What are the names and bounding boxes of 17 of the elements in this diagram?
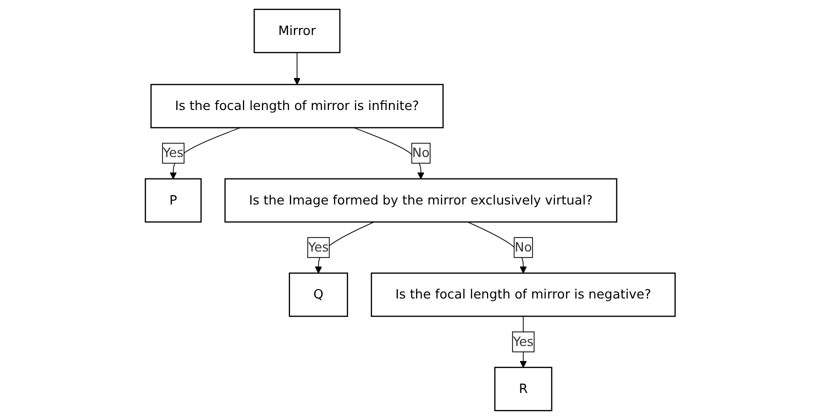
edge-label: No xyxy=(514,240,532,255)
arrow xyxy=(294,52,301,85)
node-box: Mirror xyxy=(254,8,341,54)
edge-label: Yes xyxy=(308,240,329,255)
node-box: Is the focal length of mirror is negative? xyxy=(371,272,676,317)
node-box: R xyxy=(494,366,553,412)
node-box: Is the focal length of mirror is infinite? xyxy=(150,84,444,128)
node-box: Is the Image formed by the mirror exclusively virtual? xyxy=(224,178,618,223)
arrow xyxy=(315,222,375,274)
edge-label: No xyxy=(412,145,430,160)
node-box: Q xyxy=(289,272,348,317)
node-box: P xyxy=(145,178,202,223)
edge-label: Yes xyxy=(513,334,534,350)
edge-label: Yes xyxy=(163,145,184,160)
arrow xyxy=(468,222,528,274)
arrow xyxy=(520,316,528,368)
arrow xyxy=(354,127,425,180)
